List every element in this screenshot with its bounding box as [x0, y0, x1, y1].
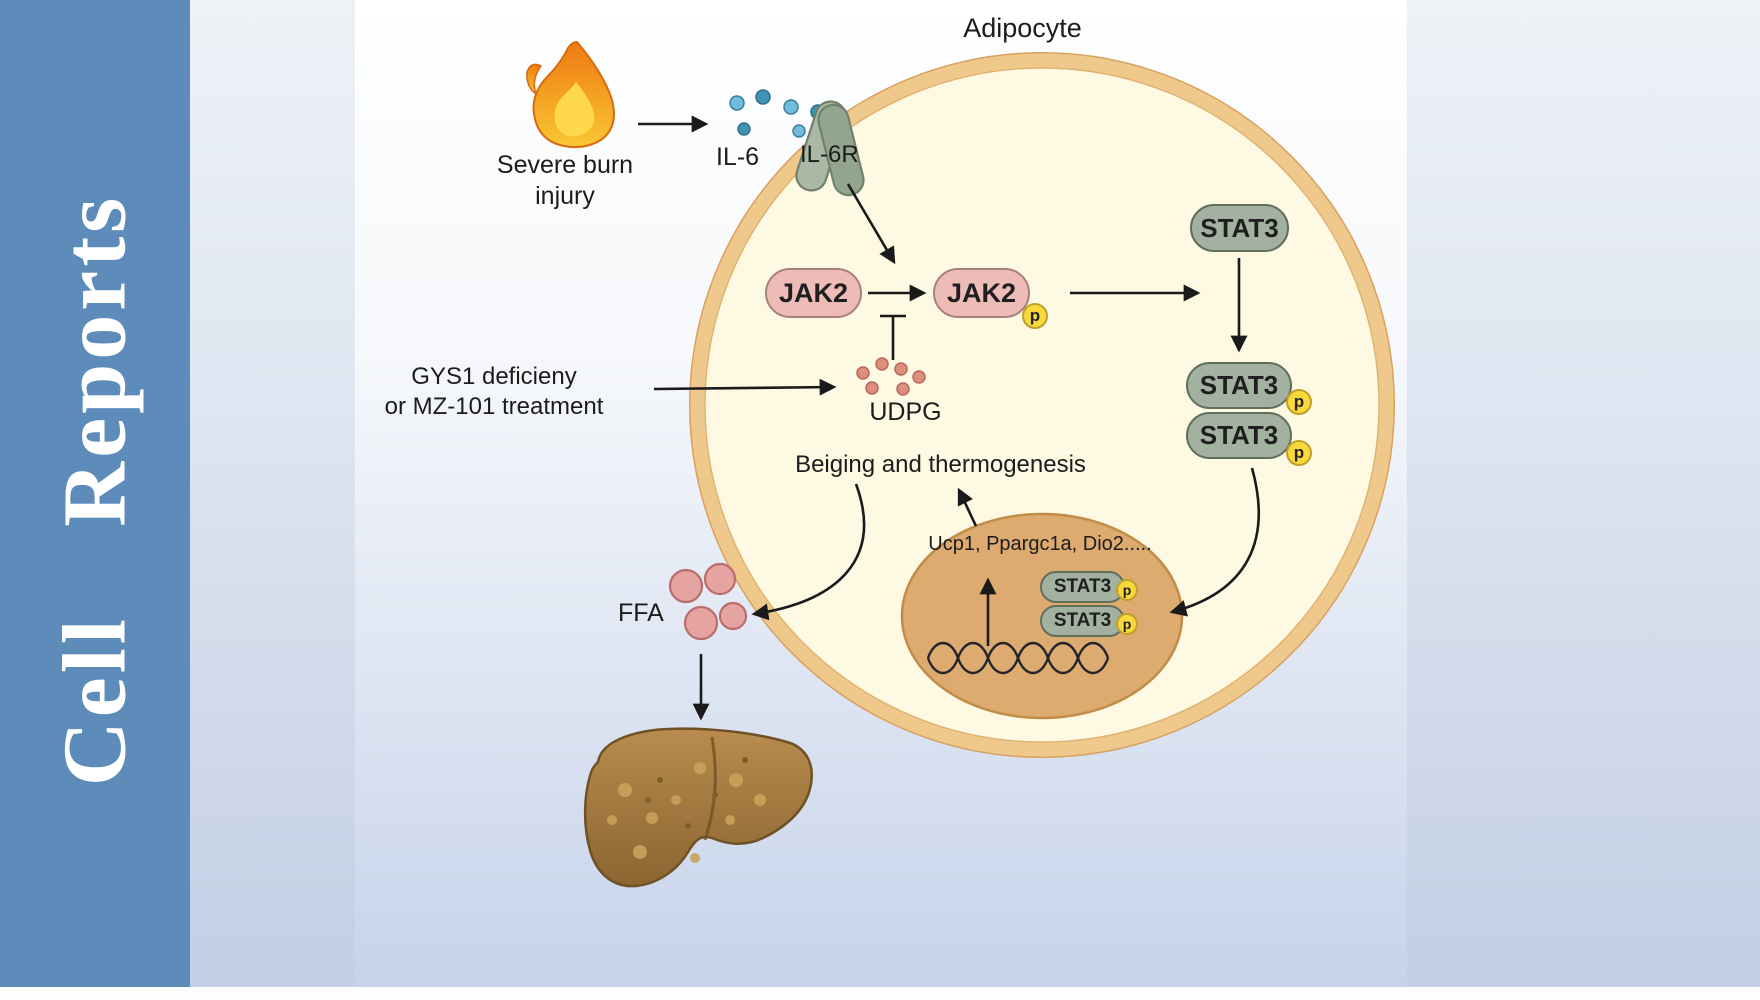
phospho-badge-dimer-1: p	[1286, 389, 1312, 415]
jak2-phospho-node: JAK2	[933, 268, 1030, 318]
arrow-nucleus-to-beiging	[957, 487, 978, 527]
gys1-line1: GYS1 deficieny	[411, 363, 577, 390]
il6r-receptor	[795, 100, 865, 197]
jak2-node: JAK2	[765, 268, 862, 318]
dna-helix	[926, 641, 1110, 675]
severe-burn-label: Severe burn injury	[450, 150, 680, 213]
liver-illustration	[583, 727, 813, 888]
stat3-dimer-1: STAT3	[1186, 362, 1292, 409]
jak2-phospho-label: JAK2	[946, 277, 1017, 308]
gys1-label: GYS1 deficieny or MZ-101 treatment	[360, 362, 628, 422]
stat3-nuclear-2-label: STAT3	[1053, 610, 1112, 631]
arrow-beiging-to-ffa	[751, 483, 866, 621]
page-bottom-margin	[0, 987, 1760, 1000]
beiging-label: Beiging and thermogenesis	[795, 451, 1086, 478]
stat3-dimer-2: STAT3	[1186, 412, 1292, 459]
pathway-arrows	[638, 115, 1260, 721]
journal-sidebar: Cell Reports	[0, 0, 190, 1000]
udpg-label: UDPG	[869, 398, 942, 426]
liver-spots	[607, 762, 766, 863]
gys1-line2: or MZ-101 treatment	[384, 393, 604, 420]
adipocyte-title: Adipocyte	[963, 13, 1082, 43]
genes-label: Ucp1, Ppargc1a, Dio2.....	[928, 533, 1152, 555]
arrow-gys1-to-udpg	[653, 378, 837, 396]
severe-burn-line1: Severe burn	[496, 151, 634, 179]
stat3-nuclear-1-label: STAT3	[1053, 576, 1112, 597]
udpg-dots	[856, 357, 926, 396]
ffa-label: FFA	[618, 599, 664, 627]
phospho-badge-nuclear-1: p	[1116, 579, 1138, 601]
phospho-badge-dimer-2: p	[1286, 440, 1312, 466]
il6-ligand-dots	[729, 89, 826, 138]
stat3-dimer-1-label: STAT3	[1199, 370, 1279, 400]
flame-icon	[526, 40, 615, 149]
il6r-label: IL-6R	[800, 141, 859, 168]
liver-dots	[645, 757, 748, 829]
stat3-nuclear-2: STAT3	[1040, 605, 1125, 637]
phospho-badge-nuclear-2: p	[1116, 613, 1138, 635]
jak2-label: JAK2	[778, 277, 849, 308]
il6-label: IL-6	[716, 143, 760, 171]
stat3-dimer-2-label: STAT3	[1199, 420, 1279, 450]
arrow-dimer-to-nucleus	[1169, 467, 1260, 617]
arrow-receptor-to-jak2	[846, 183, 896, 265]
cell-outer-edge	[689, 52, 1395, 758]
severe-burn-line2: injury	[535, 182, 595, 211]
stat3-node: STAT3	[1190, 204, 1289, 252]
ffa-droplets	[668, 562, 748, 641]
stat3-nuclear-1: STAT3	[1040, 571, 1125, 603]
phospho-badge-jak2: p	[1022, 303, 1048, 329]
stat3-label: STAT3	[1200, 212, 1279, 243]
cell-inner-edge	[704, 67, 1380, 743]
